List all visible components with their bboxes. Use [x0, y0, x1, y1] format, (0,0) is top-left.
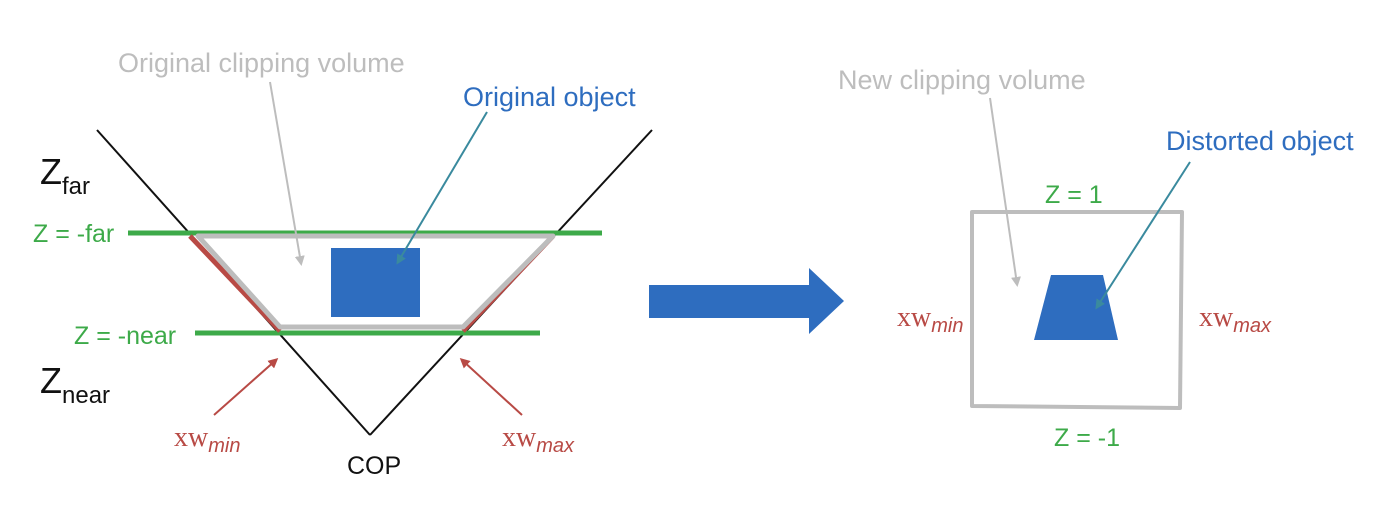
original-object-label: Original object: [463, 82, 636, 112]
transform-arrow: [649, 268, 844, 334]
xw-max-label-left: xwmax: [502, 422, 575, 457]
xw-min-label-left: xwmin: [174, 422, 240, 457]
z-near-label: Znear: [40, 360, 110, 409]
new-clipping-volume-pointer: [989, 97, 1021, 287]
z-far-label: Zfar: [40, 151, 90, 200]
z-near-sub: near: [62, 382, 110, 409]
cop-label: COP: [347, 452, 401, 480]
xw-min-pointer: [213, 358, 279, 416]
new-clipping-volume-label: New clipping volume: [838, 65, 1086, 95]
xw-min-base-right: xw: [897, 302, 932, 333]
xw-max-base-left: xw: [502, 422, 537, 453]
original-object: [331, 248, 420, 317]
original-object-pointer: [396, 111, 488, 265]
distorted-object: [1034, 275, 1118, 340]
xw-max-pointer: [459, 357, 523, 416]
xw-min-sub-left: min: [208, 435, 240, 457]
original-clipping-volume-pointer: [269, 81, 305, 266]
original-clipping-volume: [195, 233, 556, 330]
xw-min-label-right: xwmin: [897, 302, 963, 337]
xw-min-edge: [188, 234, 282, 333]
z-one-label: Z = 1: [1045, 181, 1103, 209]
distorted-object-label: Distorted object: [1166, 126, 1354, 156]
xw-max-sub-right: max: [1233, 315, 1272, 337]
z-far-sub: far: [62, 173, 90, 200]
z-far-base: Z: [40, 151, 62, 192]
z-minus-near-label: Z = -near: [74, 322, 176, 350]
xw-min-base-left: xw: [174, 422, 209, 453]
z-minus-one-label: Z = -1: [1054, 424, 1120, 452]
original-clipping-volume-label: Original clipping volume: [118, 48, 405, 78]
distorted-object-pointer: [1095, 161, 1191, 310]
z-near-base: Z: [40, 360, 62, 401]
new-clipping-volume: [970, 210, 1184, 410]
z-minus-far-label: Z = -far: [33, 220, 114, 248]
xw-min-sub-right: min: [931, 315, 963, 337]
xw-max-sub-left: max: [536, 435, 575, 457]
xw-max-base-right: xw: [1199, 302, 1234, 333]
xw-max-label-right: xwmax: [1199, 302, 1272, 337]
